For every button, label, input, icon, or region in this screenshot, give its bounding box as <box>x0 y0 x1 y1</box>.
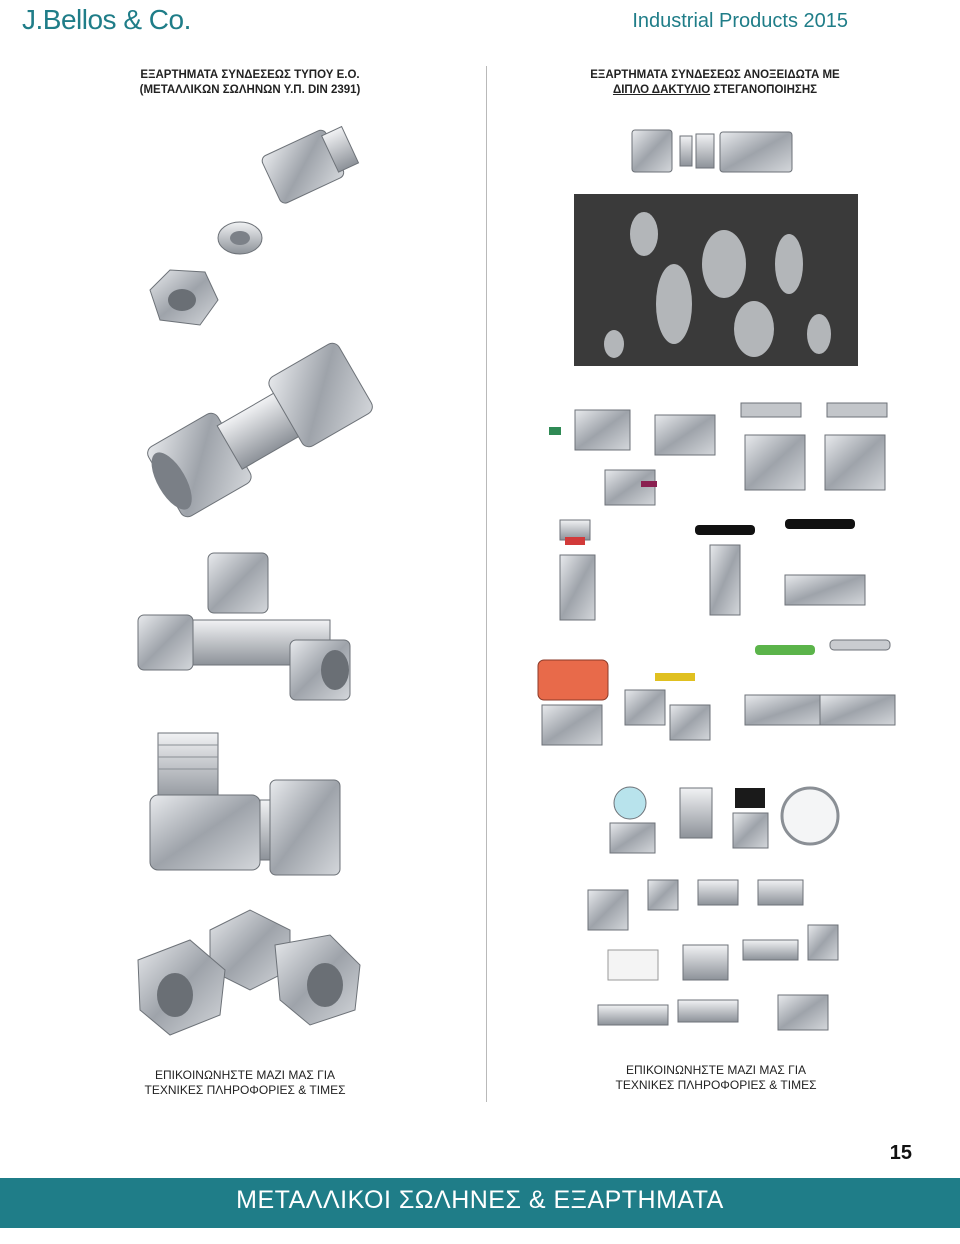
right-contact-line2: ΤΕΧΝΙΚΕΣ ΠΛΗΡΟΦΟΡΙΕΣ & ΤΙΜΕΣ <box>615 1078 817 1092</box>
catalog-title: Industrial Products 2015 <box>632 10 848 32</box>
left-heading-line2: (ΜΕΤΑΛΛΙΚΩΝ ΣΩΛΗΝΩΝ Υ.Π. DIN 2391) <box>139 84 361 96</box>
left-contact-note: ΕΠΙΚΟΙΝΩΝΗΣΤΕ ΜΑΖΙ ΜΑΣ ΓΙΑ ΤΕΧΝΙΚΕΣ ΠΛΗΡ… <box>120 1068 370 1098</box>
right-heading-underlined: ΔΙΠΛΟ ΔΑΚΤΥΛΙΟ <box>612 84 711 96</box>
column-divider <box>486 66 487 1102</box>
footer-title: ΜΕΤΑΛΛΙΚΟΙ ΣΩΛΗΝΕΣ & ΕΞΑΡΤΗΜΑΤΑ <box>236 1186 724 1214</box>
elbow-union-fitting-image <box>130 900 370 1050</box>
right-heading-line1: ΕΞΑΡΤΗΜΑΤΑ ΣΥΝΔΕΣΕΩΣ ΑΝΟΞΕΙΔΩΤΑ ΜΕ <box>590 69 840 81</box>
right-contact-note: ΕΠΙΚΟΙΝΩΝΗΣΤΕ ΜΑΖΙ ΜΑΣ ΓΙΑ ΤΕΧΝΙΚΕΣ ΠΛΗΡ… <box>586 1063 846 1093</box>
needle-valves-image <box>545 515 875 630</box>
ball-valves-image <box>530 635 900 755</box>
brand-name: J.Bellos & Co. <box>22 4 191 35</box>
tee-fitting-image <box>130 545 370 715</box>
page-number: 15 <box>889 1142 912 1164</box>
manifold-valves-image <box>545 385 905 515</box>
right-contact-line1: ΕΠΙΚΟΙΝΩΝΗΣΤΕ ΜΑΖΙ ΜΑΣ ΓΙΑ <box>625 1063 807 1077</box>
right-heading-rest: ΣΤΕΓΑΝΟΠΟΙΗΣΗΣ <box>710 84 818 96</box>
left-contact-line1: ΕΠΙΚΟΙΝΩΝΗΣΤΕ ΜΑΖΙ ΜΑΣ ΓΙΑ <box>154 1068 336 1082</box>
straight-union-fitting-image <box>130 320 390 540</box>
double-ferrule-parts-image <box>628 120 798 182</box>
right-column-heading: ΕΞΑΡΤΗΜΑΤΑ ΣΥΝΔΕΣΕΩΣ ΑΝΟΞΕΙΔΩΤΑ ΜΕ ΔΙΠΛΟ… <box>520 68 910 98</box>
pipe-fittings-assortment-image <box>578 870 858 1050</box>
footer-band <box>0 1178 960 1228</box>
left-heading-line1: ΕΞΑΡΤΗΜΑΤΑ ΣΥΝΔΕΣΕΩΣ ΤΥΠΟΥ Ε.Ο. <box>140 69 360 81</box>
left-column-heading: ΕΞΑΡΤΗΜΑΤΑ ΣΥΝΔΕΣΕΩΣ ΤΥΠΟΥ Ε.Ο. (ΜΕΤΑΛΛΙ… <box>100 68 400 98</box>
left-contact-line2: ΤΕΧΝΙΚΕΣ ΠΛΗΡΟΦΟΡΙΕΣ & ΤΙΜΕΣ <box>144 1083 346 1097</box>
gauges-regulators-image <box>585 778 855 868</box>
right-heading-line2: ΔΙΠΛΟ ΔΑΚΤΥΛΙΟ ΣΤΕΓΑΝΟΠΟΙΗΣΗΣ <box>520 83 910 98</box>
elbow-fitting-image <box>140 725 360 885</box>
compression-fitting-parts-image <box>130 120 390 350</box>
fittings-dark-photo <box>574 194 858 366</box>
